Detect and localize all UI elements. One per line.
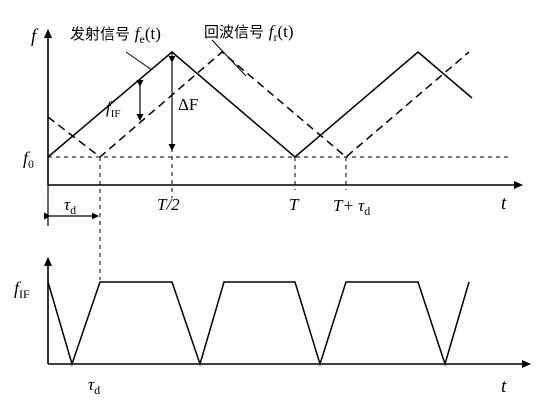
tau-label-bottom: τd [88,375,100,397]
fif-waveform [47,281,470,367]
fif-label: fIF [106,98,121,120]
tick-half-period: T/2 [157,195,180,214]
tick-period-plus-tau: T+ τd [333,196,370,218]
rx-signal-line [47,51,470,158]
tx-signal-label: 发射信号 fe(t) [70,24,161,46]
top-y-label: f [31,26,39,47]
tx-leader-line [125,51,153,71]
f0-label: f0 [23,148,34,171]
top-x-label: t [501,193,507,214]
tau-label-top: τd [64,195,76,217]
tick-period: T [289,195,300,214]
rx-leader-line [211,39,247,77]
rx-signal-label: 回波信号 fr(t) [204,22,294,44]
delta-f-label: ΔF [178,95,198,114]
bottom-y-label: fIF [14,278,30,301]
bottom-x-label: t [501,376,507,397]
